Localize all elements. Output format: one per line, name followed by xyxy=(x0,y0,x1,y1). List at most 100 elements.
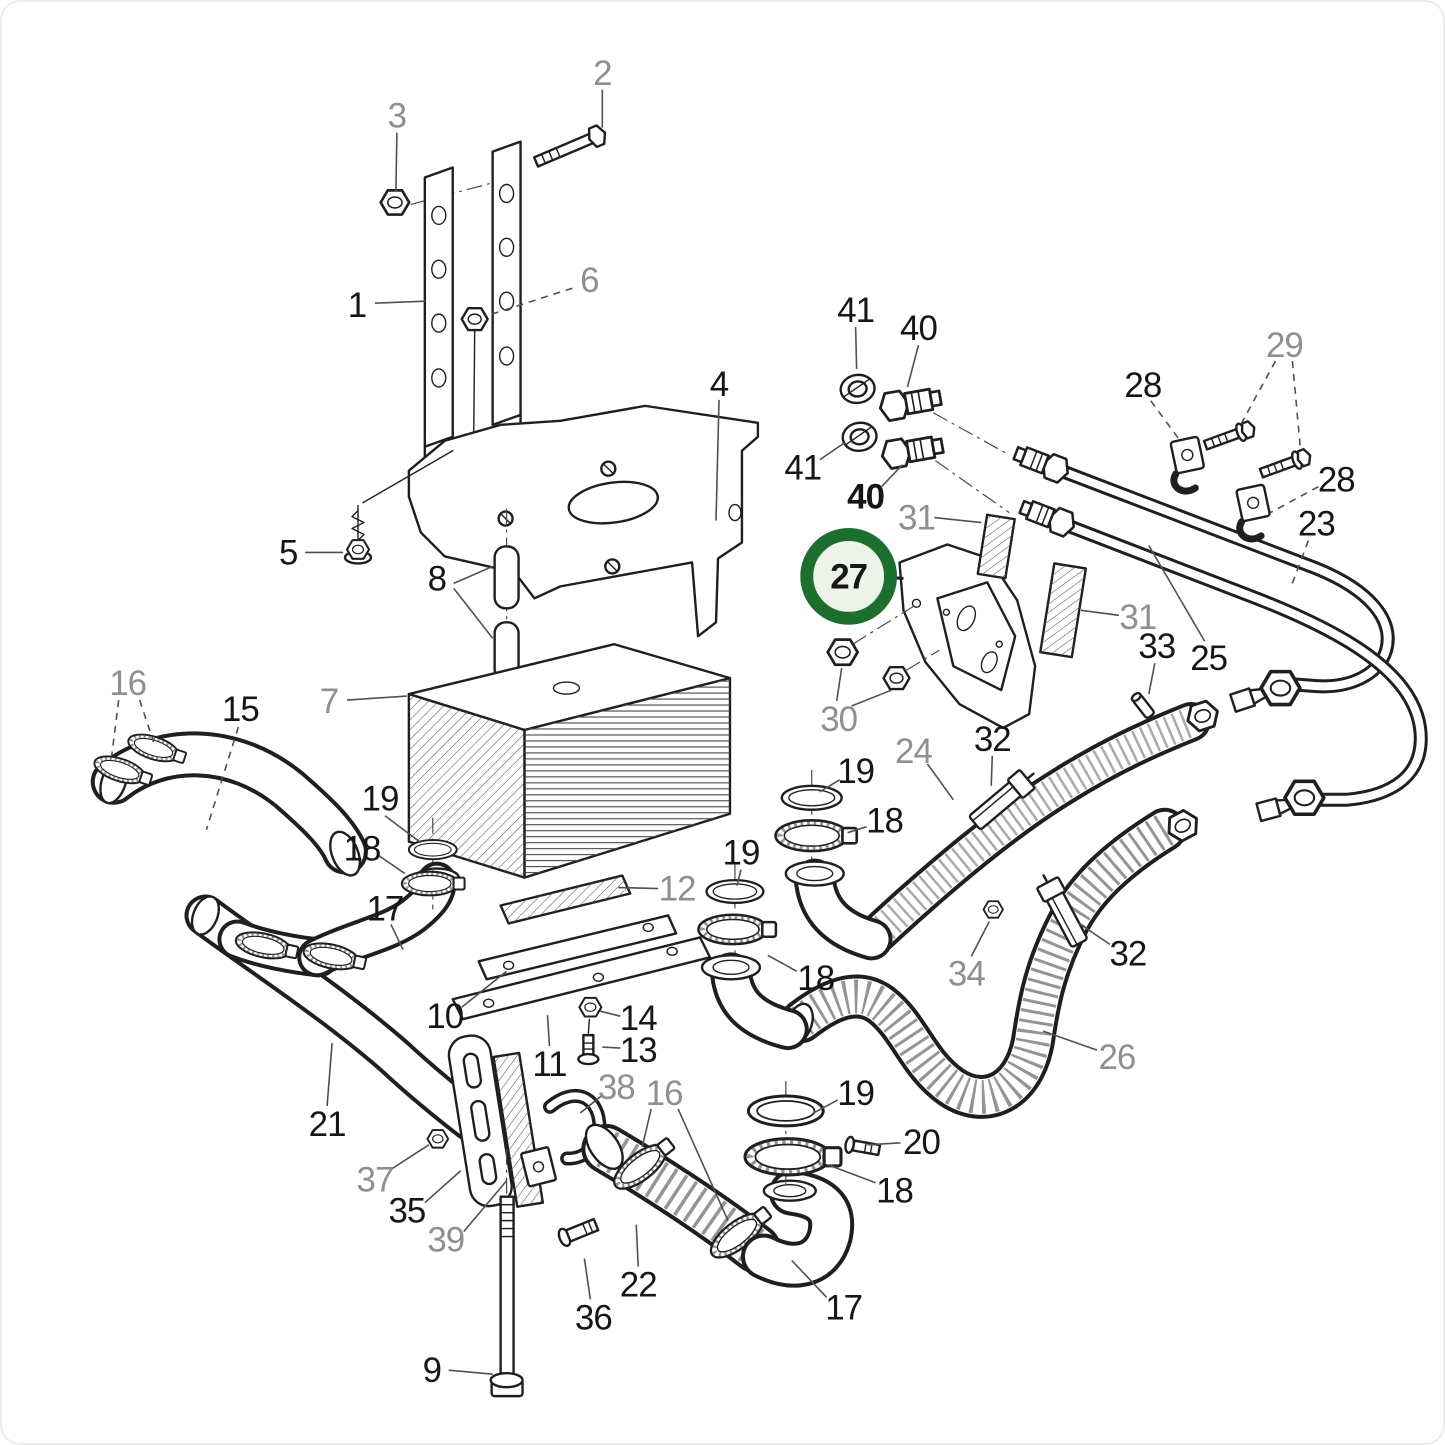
leader-line-18 xyxy=(847,825,867,834)
leader-line-30 xyxy=(835,668,843,702)
leader-line-19 xyxy=(736,869,742,886)
leader-line-28 xyxy=(1270,485,1319,514)
clamp-ring-18 xyxy=(745,1139,841,1175)
strip-group xyxy=(451,874,712,1066)
o-ring-19 xyxy=(780,784,843,811)
leader-line-6 xyxy=(488,287,573,316)
part-callout-21: 21 xyxy=(309,1105,346,1144)
pipe-assembly-23-25 xyxy=(1010,417,1428,807)
washer-41 xyxy=(839,419,880,455)
hose-21-end xyxy=(190,895,221,936)
washer-41 xyxy=(837,371,878,407)
lower-bracket-group xyxy=(426,1034,607,1398)
part-callout-6: 6 xyxy=(580,261,598,300)
leader-line-17 xyxy=(791,1259,828,1298)
leader-line-30 xyxy=(851,689,892,707)
part-callout-1: 1 xyxy=(348,286,366,325)
part-callout-2: 2 xyxy=(593,54,611,93)
leader-line-29 xyxy=(1239,360,1277,426)
part-callout-38: 38 xyxy=(598,1068,635,1107)
leader-line-15 xyxy=(205,726,240,830)
o-ring-19 xyxy=(746,1094,825,1128)
leader-line-9 xyxy=(448,1369,493,1375)
leader-line-23 xyxy=(1289,540,1310,589)
fitting-40 xyxy=(876,382,944,424)
bracket-1-rail xyxy=(423,166,454,448)
leader-line-16 xyxy=(641,1108,652,1148)
part-callout-30: 30 xyxy=(820,700,857,739)
bottom-elbow-group xyxy=(581,1081,882,1288)
leader-line-18 xyxy=(827,1164,876,1184)
leader-line-17 xyxy=(390,924,404,950)
leader-line-40 xyxy=(906,344,920,388)
leader-line-20 xyxy=(867,1142,901,1146)
screw-5 xyxy=(343,504,373,565)
leader-line-16 xyxy=(677,1108,729,1221)
elbow-17-flange xyxy=(762,1179,817,1202)
leader-line-24 xyxy=(926,763,955,801)
leader-line-14 xyxy=(600,1010,621,1017)
part-callout-32: 32 xyxy=(1109,934,1146,973)
nut-37 xyxy=(426,1129,450,1149)
part-callout-17: 17 xyxy=(825,1288,862,1327)
leader-line-26 xyxy=(1042,1030,1098,1051)
part-callout-19: 19 xyxy=(723,834,760,873)
leader-line-31 xyxy=(934,516,982,524)
bolt-36 xyxy=(557,1217,600,1248)
leader-line-38 xyxy=(579,1095,602,1114)
part-callout-28: 28 xyxy=(1124,366,1161,405)
part-callout-15: 15 xyxy=(222,690,259,729)
hose-24 xyxy=(851,669,1302,960)
part-callout-26: 26 xyxy=(1098,1038,1135,1077)
hose-15-end xyxy=(329,830,362,877)
leader-line-4 xyxy=(715,399,720,521)
bolt-9 xyxy=(489,1195,524,1398)
leader-line-36 xyxy=(583,1258,592,1300)
bolt-13 xyxy=(577,1033,600,1066)
clamp-ring-18 xyxy=(698,915,775,944)
part-callout-5: 5 xyxy=(279,533,297,572)
nut-34 xyxy=(982,900,1004,919)
leader-line-10 xyxy=(461,970,508,1008)
leader-line-28 xyxy=(1150,400,1180,440)
part-callout-41: 41 xyxy=(837,291,874,330)
part-callout-17: 17 xyxy=(367,889,404,928)
part-callout-18: 18 xyxy=(866,802,903,841)
pipe-clip-28 xyxy=(1232,484,1275,541)
pipe-union-nut xyxy=(1259,669,1302,707)
part-callout-23: 23 xyxy=(1298,505,1335,544)
part-callout-14: 14 xyxy=(620,999,657,1038)
shield-plate-4-group xyxy=(343,404,760,638)
rubber-pad-31 xyxy=(1039,562,1088,659)
o-ring-19 xyxy=(705,879,765,905)
leader-line-19 xyxy=(819,779,841,793)
nut-3 xyxy=(379,189,411,216)
leader-line-29 xyxy=(1291,360,1302,449)
leader-line-21 xyxy=(326,1043,333,1106)
leader-line-19 xyxy=(813,1099,839,1114)
part-callout-16: 16 xyxy=(109,664,146,703)
leader-line-32 xyxy=(1078,922,1111,946)
plate-4-screws xyxy=(497,460,621,575)
part-callout-31: 31 xyxy=(898,499,935,538)
part-callout-40: 40 xyxy=(847,478,884,517)
part-callout-9: 9 xyxy=(423,1351,441,1390)
part-callout-27: 27 xyxy=(830,557,867,596)
leader-line-34 xyxy=(970,921,990,957)
part-callout-19: 19 xyxy=(837,1074,874,1113)
part-callout-16: 16 xyxy=(646,1074,683,1113)
leader-line-3 xyxy=(395,132,398,192)
part-callout-36: 36 xyxy=(575,1298,612,1337)
part-callout-3: 3 xyxy=(388,97,406,136)
part-callout-32: 32 xyxy=(974,720,1011,759)
leader-line-25 xyxy=(1148,545,1206,642)
clip-plate xyxy=(520,1146,557,1188)
leader-line-41 xyxy=(854,327,858,370)
highlight-circle xyxy=(800,528,898,625)
clamp-bolt-20 xyxy=(844,1135,882,1157)
part-callout-34: 34 xyxy=(948,954,985,993)
part-callout-4: 4 xyxy=(710,365,729,404)
